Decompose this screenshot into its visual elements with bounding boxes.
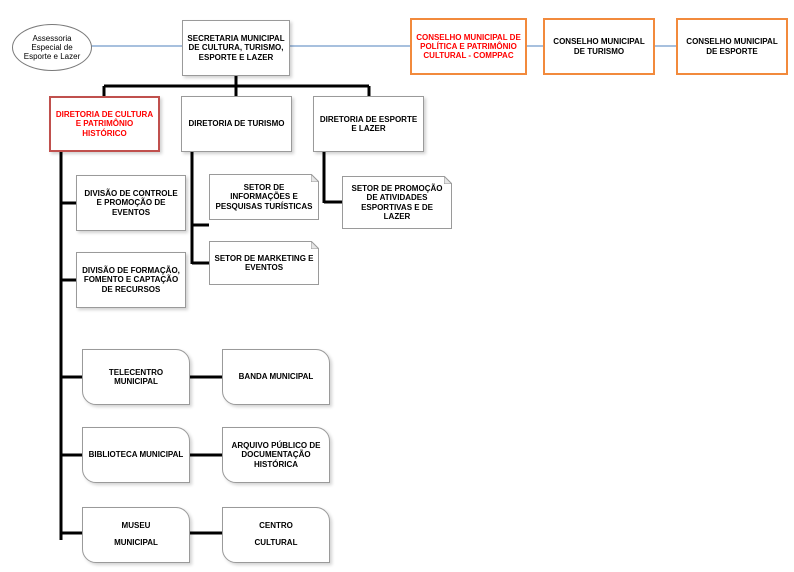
fold-corner-icon	[444, 176, 452, 184]
comppac-label: CONSELHO MUNICIPAL DE POLÍTICA E PATRIMÔ…	[416, 32, 521, 61]
assessoria-label: Assessoria Especial de Esporte e Lazer	[23, 33, 81, 62]
centro-cultural-box: CENTRO CULTURAL	[222, 507, 330, 563]
diretoria-esporte-box: DIRETORIA DE ESPORTE E LAZER	[313, 96, 424, 152]
diretoria-cultura-label: DIRETORIA DE CULTURA E PATRIMÔNIO HISTÓR…	[55, 110, 154, 138]
secretaria-label: SECRETARIA MUNICIPAL DE CULTURA, TURISMO…	[187, 34, 285, 62]
setor-promocao-label: SETOR DE PROMOÇÃO DE ATIVIDADES ESPORTIV…	[351, 184, 443, 221]
diretoria-cultura-box: DIRETORIA DE CULTURA E PATRIMÔNIO HISTÓR…	[49, 96, 160, 152]
telecentro-label: TELECENTRO MUNICIPAL	[108, 367, 164, 386]
setor-informacoes-box: SETOR DE INFORMAÇÕES E PESQUISAS TURÍSTI…	[209, 174, 319, 220]
arquivo-label: ARQUIVO PÚBLICO DE DOCUMENTAÇÃO HISTÓRIC…	[231, 441, 321, 469]
telecentro-box: TELECENTRO MUNICIPAL	[82, 349, 190, 405]
secretaria-box: SECRETARIA MUNICIPAL DE CULTURA, TURISMO…	[182, 20, 290, 76]
divisao-formacao-box: DIVISÃO DE FORMAÇÃO, FOMENTO E CAPTAÇÃO …	[76, 252, 186, 308]
assessoria-ellipse: Assessoria Especial de Esporte e Lazer	[12, 24, 92, 71]
museu-box: MUSEU MUNICIPAL	[82, 507, 190, 563]
diretoria-esporte-label: DIRETORIA DE ESPORTE E LAZER	[319, 114, 418, 133]
banda-label: BANDA MUNICIPAL	[238, 372, 314, 382]
divisao-formacao-label: DIVISÃO DE FORMAÇÃO, FOMENTO E CAPTAÇÃO …	[82, 266, 180, 294]
comppac-box: CONSELHO MUNICIPAL DE POLÍTICA E PATRIMÔ…	[410, 18, 527, 75]
biblioteca-label: BIBLIOTECA MUNICIPAL	[88, 450, 184, 460]
centro-cultural-label: CENTRO CULTURAL	[254, 521, 298, 547]
setor-informacoes-label: SETOR DE INFORMAÇÕES E PESQUISAS TURÍSTI…	[215, 183, 313, 211]
setor-marketing-label: SETOR DE MARKETING E EVENTOS	[214, 253, 314, 272]
arquivo-box: ARQUIVO PÚBLICO DE DOCUMENTAÇÃO HISTÓRIC…	[222, 427, 330, 483]
divisao-controle-label: DIVISÃO DE CONTROLE E PROMOÇÃO DE EVENTO…	[84, 189, 178, 217]
setor-marketing-box: SETOR DE MARKETING E EVENTOS	[209, 241, 319, 285]
setor-promocao-box: SETOR DE PROMOÇÃO DE ATIVIDADES ESPORTIV…	[342, 176, 452, 229]
diretoria-turismo-label: DIRETORIA DE TURISMO	[188, 119, 285, 129]
banda-box: BANDA MUNICIPAL	[222, 349, 330, 405]
fold-corner-icon	[311, 174, 319, 182]
conselho-esporte-box: CONSELHO MUNICIPAL DE ESPORTE	[676, 18, 788, 75]
biblioteca-box: BIBLIOTECA MUNICIPAL	[82, 427, 190, 483]
museu-label: MUSEU MUNICIPAL	[114, 521, 158, 547]
conselho-esporte-label: CONSELHO MUNICIPAL DE ESPORTE	[686, 37, 778, 56]
fold-corner-icon	[311, 241, 319, 249]
divisao-controle-box: DIVISÃO DE CONTROLE E PROMOÇÃO DE EVENTO…	[76, 175, 186, 231]
conselho-turismo-box: CONSELHO MUNICIPAL DE TURISMO	[543, 18, 655, 75]
diretoria-turismo-box: DIRETORIA DE TURISMO	[181, 96, 292, 152]
conselho-turismo-label: CONSELHO MUNICIPAL DE TURISMO	[553, 37, 645, 56]
